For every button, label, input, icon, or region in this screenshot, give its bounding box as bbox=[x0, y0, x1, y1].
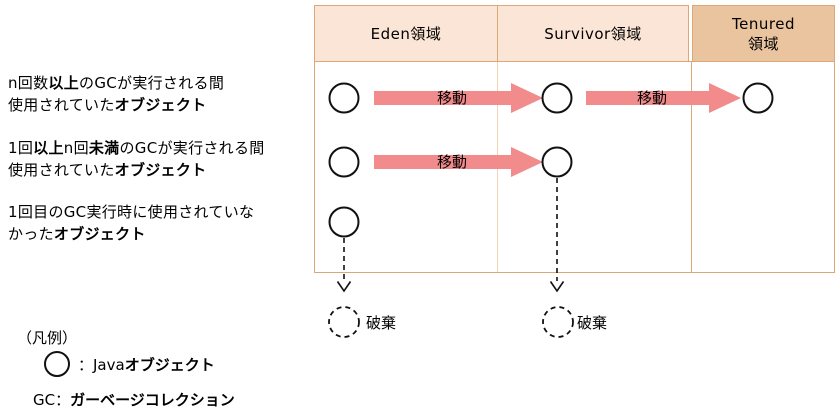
legend-java-object-text: ：Java bbox=[78, 355, 125, 374]
row-description-tenured-objects: n回数以上のGCが実行される間 使用されていたオブジェクト bbox=[8, 72, 224, 116]
desc-text: n回 bbox=[63, 139, 89, 157]
legend-gc-text: GC： bbox=[33, 391, 71, 409]
java-object-circle-icon bbox=[44, 351, 70, 377]
discard-label: 破棄 bbox=[577, 314, 607, 332]
column-header-tenured-label: Tenured 領域 bbox=[732, 15, 795, 53]
desc-text-bold: 未満 bbox=[88, 139, 120, 157]
desc-text-bold: オブジェクト bbox=[53, 225, 146, 243]
desc-text: 1回目のGC実行時に使用されていな bbox=[8, 203, 255, 221]
desc-text-bold: 以上 bbox=[48, 74, 80, 92]
desc-text-bold: 以上 bbox=[33, 139, 64, 157]
discard-arrowhead-eden bbox=[336, 281, 352, 293]
desc-text: かった bbox=[8, 225, 54, 243]
survivor-tenured-divider bbox=[691, 62, 692, 272]
desc-text: のGCが実行される間 bbox=[79, 74, 225, 92]
desc-text: 使用されていた bbox=[8, 161, 115, 179]
legend-java-object-text-bold: オブジェクト bbox=[124, 355, 215, 374]
discarded-object-circle-eden bbox=[328, 306, 360, 338]
discard-label: 破棄 bbox=[366, 314, 396, 332]
column-header-survivor-label: Survivor領域 bbox=[544, 25, 642, 43]
column-header-survivor: Survivor領域 bbox=[497, 5, 689, 62]
desc-text: 使用されていた bbox=[8, 96, 115, 114]
column-header-eden-label: Eden領域 bbox=[370, 25, 442, 43]
column-header-eden: Eden領域 bbox=[314, 5, 498, 62]
desc-text: n回数 bbox=[8, 74, 49, 92]
legend-title: （凡例） bbox=[17, 329, 78, 347]
legend-item-gc: GC：ガーベージコレクション bbox=[33, 389, 235, 410]
memory-regions-body bbox=[314, 61, 835, 273]
desc-text: のGCが実行される間 bbox=[119, 139, 265, 157]
eden-survivor-divider bbox=[497, 62, 498, 272]
desc-text-bold: オブジェクト bbox=[114, 161, 207, 179]
desc-text-bold: オブジェクト bbox=[114, 96, 207, 114]
row-description-survivor-objects: 1回以上n回未満のGCが実行される間 使用されていたオブジェクト bbox=[8, 137, 265, 181]
column-header-tenured: Tenured 領域 bbox=[692, 5, 835, 63]
legend-gc-text-bold: ガーベージコレクション bbox=[70, 391, 235, 409]
discard-arrowhead-survivor bbox=[549, 281, 565, 293]
desc-text: 1回 bbox=[8, 139, 34, 157]
row-description-discarded-objects: 1回目のGC実行時に使用されていな かったオブジェクト bbox=[8, 201, 254, 245]
discarded-object-circle-survivor bbox=[542, 306, 574, 338]
